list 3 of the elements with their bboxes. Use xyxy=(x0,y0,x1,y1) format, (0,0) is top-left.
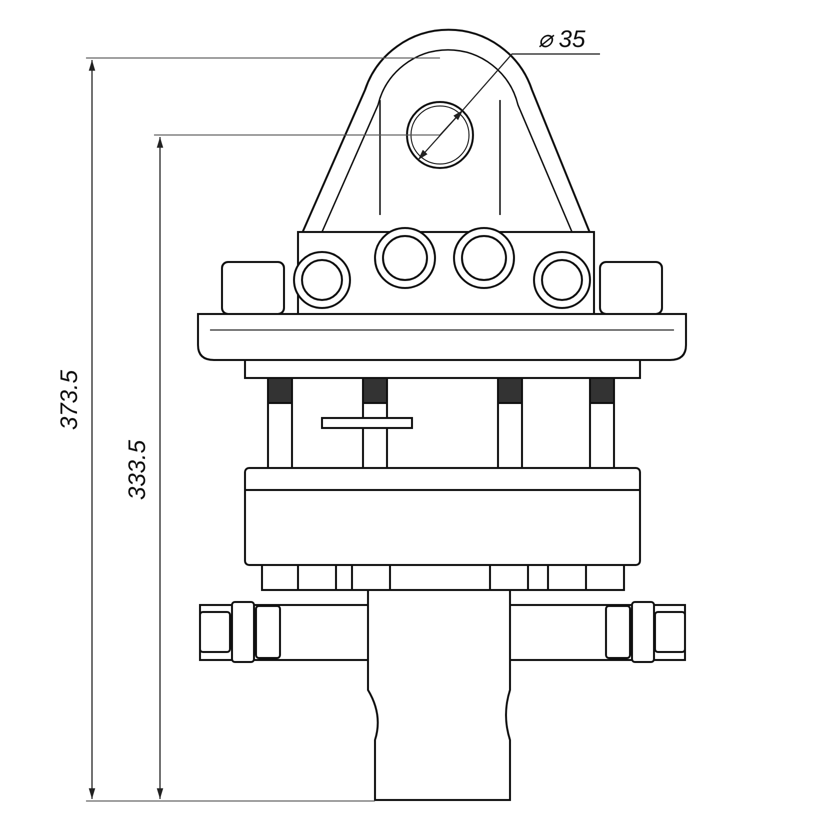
dimension-label: 333.5 xyxy=(126,440,150,500)
dimension-label: 373.5 xyxy=(58,370,82,430)
dimension-label: ⌀ 35 xyxy=(538,28,586,52)
